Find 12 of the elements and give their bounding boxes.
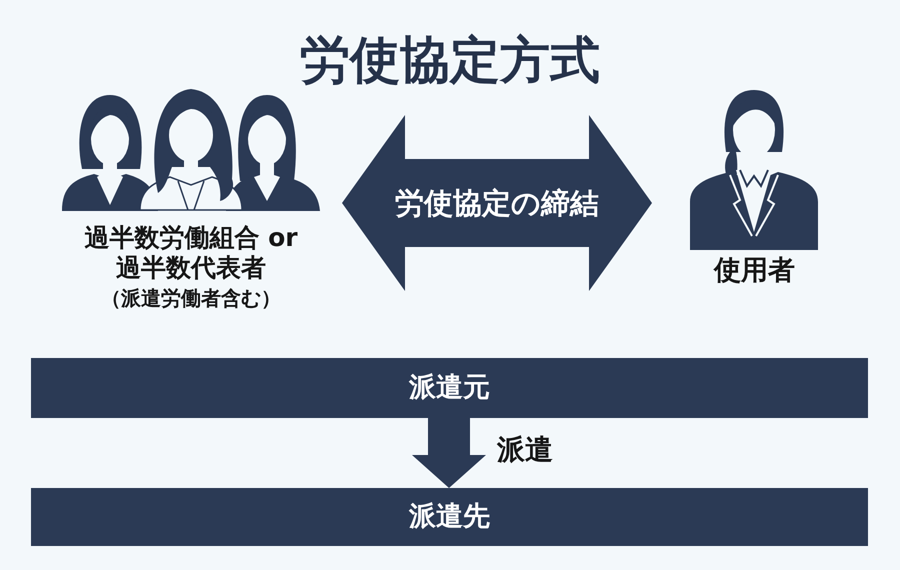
edge-label: 派遣: [497, 433, 553, 467]
party-label: 使用者: [714, 255, 795, 287]
stage-bar: [31, 488, 868, 546]
edge-label: 労使協定の締結: [395, 185, 599, 221]
party-label: 過半数労働組合 or 過半数代表者: [83, 223, 299, 283]
diagram-title: 労使協定方式: [300, 35, 600, 85]
stage-bar: [31, 358, 868, 418]
block-arrow: [412, 418, 486, 488]
bar-label: 派遣元: [409, 371, 490, 405]
bar-label: 派遣先: [409, 500, 490, 534]
note-text: （派遣労働者含む）: [101, 285, 281, 311]
block-arrow: [342, 115, 652, 291]
